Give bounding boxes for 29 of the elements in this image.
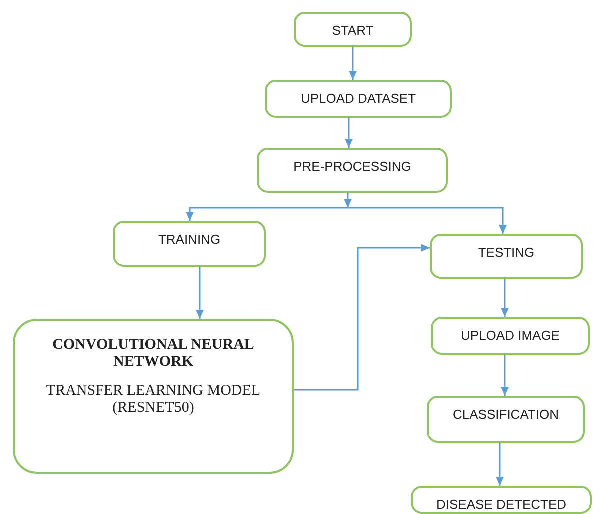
process-box	[430, 234, 583, 279]
box-label: TESTING	[477, 245, 536, 260]
process-box	[13, 319, 294, 474]
box-label: UPLOAD DATASET	[300, 91, 418, 106]
arrow	[501, 279, 509, 317]
arrow	[349, 47, 357, 80]
arrow	[186, 207, 348, 221]
box-label: UPLOAD IMAGE	[460, 328, 561, 343]
arrow	[501, 355, 509, 396]
process-box	[113, 221, 266, 267]
process-box	[294, 12, 412, 47]
arrow	[345, 118, 353, 148]
box-description: TRANSFER LEARNING MODEL (RESNET50)	[45, 383, 262, 417]
box-label: CONVOLUTIONAL NEURAL NETWORK	[52, 337, 256, 371]
box-label: PRE-PROCESSING	[292, 159, 412, 174]
process-box	[431, 317, 590, 355]
process-box	[427, 396, 585, 443]
arrow	[496, 443, 504, 486]
arrow	[196, 267, 204, 319]
box-label: DISEASE DETECTED	[435, 497, 568, 512]
arrow	[348, 207, 507, 234]
box-label: CLASSIFICATION	[452, 407, 560, 422]
arrow	[294, 244, 430, 391]
process-box	[265, 80, 452, 118]
arrow	[344, 193, 352, 208]
box-label: START	[331, 23, 375, 38]
box-label: TRAINING	[157, 232, 222, 247]
process-box	[257, 148, 448, 193]
process-box	[411, 486, 592, 514]
